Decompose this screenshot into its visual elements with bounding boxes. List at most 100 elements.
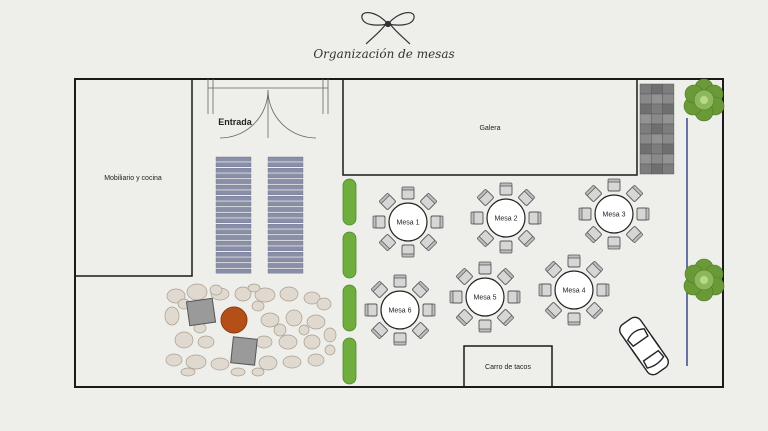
stone-icon xyxy=(230,367,246,377)
taco-cart-label: Carro de tacos xyxy=(485,364,531,371)
chair-icon xyxy=(607,236,621,250)
paver-tile xyxy=(662,133,675,145)
bench-icon xyxy=(215,179,252,184)
entrance xyxy=(207,79,329,139)
chair-icon xyxy=(420,193,437,210)
paver-tile xyxy=(651,93,663,105)
stone-patio xyxy=(164,283,337,377)
stone-icon xyxy=(209,284,223,296)
bench-icon xyxy=(267,268,304,274)
bench-icon xyxy=(215,201,252,207)
paver-tile xyxy=(651,123,663,135)
bench-icon xyxy=(215,240,252,246)
paver-tile xyxy=(639,163,652,175)
bench-icon xyxy=(267,240,304,246)
paver-tile xyxy=(662,113,675,125)
stone-icon xyxy=(180,367,196,377)
paver-tile xyxy=(639,123,652,135)
chair-icon xyxy=(401,186,415,200)
chair-icon xyxy=(456,309,473,326)
chair-icon xyxy=(470,211,484,225)
bench-icon xyxy=(215,162,252,168)
paver-tile xyxy=(651,113,663,125)
chair-icon xyxy=(538,283,552,297)
chair-icon xyxy=(497,268,514,285)
stone-icon xyxy=(165,353,183,367)
stone-icon xyxy=(279,286,299,302)
stone-icon xyxy=(278,334,298,350)
bench-icon xyxy=(267,207,304,212)
bench-icon xyxy=(215,212,252,218)
gallery-room xyxy=(342,78,638,176)
chair-icon xyxy=(422,303,436,317)
hedge-icon xyxy=(342,284,357,332)
chair-icon xyxy=(507,290,521,304)
bench-icon xyxy=(267,173,304,179)
chair-icon xyxy=(626,226,643,243)
paver-tile xyxy=(639,113,652,125)
bench-icon xyxy=(267,195,304,201)
kitchen-room xyxy=(74,78,193,277)
chair-icon xyxy=(379,234,396,251)
bench-icon xyxy=(267,162,304,168)
stone-icon xyxy=(258,355,278,371)
bench-icon xyxy=(267,235,304,240)
hedge-icon xyxy=(342,231,357,279)
chair-icon xyxy=(499,182,513,196)
paver-tile xyxy=(639,133,652,145)
stone-icon xyxy=(251,300,265,312)
stone-icon xyxy=(234,286,252,302)
chair-icon xyxy=(545,261,562,278)
paver-tile xyxy=(662,93,675,105)
bench-icon xyxy=(215,190,252,196)
bench-icon xyxy=(215,257,252,263)
bench-icon xyxy=(267,263,304,268)
stone-icon xyxy=(316,297,332,311)
table-2: Mesa 2 xyxy=(470,182,542,254)
stone-icon xyxy=(210,357,230,371)
bench-icon xyxy=(215,263,252,268)
bench-icon xyxy=(267,218,304,224)
chair-icon xyxy=(528,211,542,225)
paver-tile xyxy=(639,103,652,115)
bench-icon xyxy=(215,268,252,274)
paver-tile xyxy=(662,123,675,135)
bench-icon xyxy=(215,251,252,257)
stone-icon xyxy=(247,283,261,293)
stone-icon xyxy=(303,334,321,350)
chair-icon xyxy=(371,322,388,339)
bench-icon xyxy=(215,218,252,224)
table-label: Mesa 3 xyxy=(603,212,626,219)
chair-icon xyxy=(456,268,473,285)
chair-icon xyxy=(412,281,429,298)
bench-icon xyxy=(215,173,252,179)
table-5: Mesa 5 xyxy=(449,261,521,333)
chair-icon xyxy=(449,290,463,304)
table-label: Mesa 2 xyxy=(495,216,518,223)
paver-tile xyxy=(662,143,675,155)
hedge-icon xyxy=(342,337,357,385)
bench-icon xyxy=(215,207,252,212)
chair-icon xyxy=(393,332,407,346)
chair-icon xyxy=(185,297,217,327)
bench-icon xyxy=(215,223,252,229)
tree-icon xyxy=(683,78,725,122)
paver-tile xyxy=(639,143,652,155)
chair-icon xyxy=(586,261,603,278)
chair-icon xyxy=(596,283,610,297)
paver-tile xyxy=(651,133,663,145)
stone-icon xyxy=(255,335,273,349)
stone-icon xyxy=(303,291,321,305)
patio-seats xyxy=(185,297,258,366)
stone-icon xyxy=(323,327,337,343)
table-4: Mesa 4 xyxy=(538,254,610,326)
kitchen-label: Mobiliario y cocina xyxy=(104,175,162,182)
paver-tile xyxy=(639,153,652,165)
benches xyxy=(215,156,304,274)
bench-icon xyxy=(215,156,252,162)
bench-icon xyxy=(267,190,304,196)
taco-cart xyxy=(463,345,553,388)
stone-icon xyxy=(166,288,186,304)
chair-icon xyxy=(585,226,602,243)
